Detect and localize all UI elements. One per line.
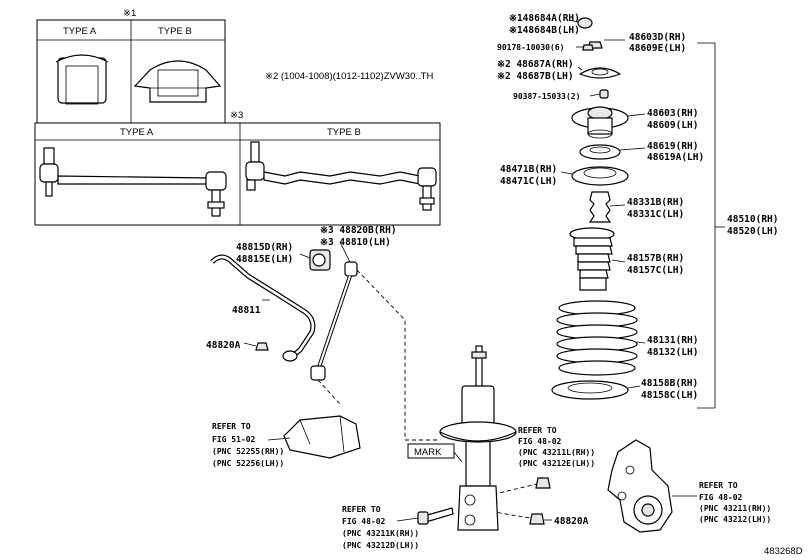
label-48157b: 48157B(RH) bbox=[627, 253, 684, 264]
label-48609: 48609(LH) bbox=[647, 120, 698, 131]
label-48131: 48131(RH) bbox=[647, 335, 698, 346]
lower-arm-bracket bbox=[283, 415, 361, 459]
note1-box: ※1 TYPE A TYPE B bbox=[36, 8, 226, 124]
plate-48687 bbox=[578, 67, 622, 79]
label-48520: 48520(LH) bbox=[727, 226, 778, 237]
label-48331c: 48331C(LH) bbox=[627, 209, 684, 220]
refer-block-3: REFER TO FIG 48-02 (PNC 43211K(RH)) (PNC… bbox=[342, 505, 419, 550]
mark-label: MARK bbox=[414, 447, 442, 458]
strut-mount-parts bbox=[551, 17, 638, 400]
label-48815e: 48815E(LH) bbox=[236, 254, 293, 265]
stabilizer-assembly bbox=[210, 249, 361, 459]
refer1-line2: FIG 51-02 bbox=[212, 435, 256, 444]
label-48158b: 48158B(RH) bbox=[641, 378, 698, 389]
label-48684b: ※148684B(LH) bbox=[509, 25, 580, 36]
note3-type-a: TYPE A bbox=[120, 127, 154, 138]
label-48820a-bottom: 48820A bbox=[554, 516, 589, 527]
refer3-line4: (PNC 43212D(LH)) bbox=[342, 541, 419, 550]
refer1-line3: (PNC 52255(RH)) bbox=[212, 447, 284, 456]
refer1-line1: REFER TO bbox=[212, 422, 251, 431]
note1-type-b: TYPE B bbox=[158, 26, 192, 37]
bump-stopper-48331 bbox=[588, 191, 612, 223]
refer2-line3: (PNC 43211L(RH)) bbox=[518, 448, 595, 457]
shock-absorber bbox=[439, 345, 517, 531]
label-48157c: 48157C(LH) bbox=[627, 265, 684, 276]
refer2-line1: REFER TO bbox=[518, 426, 557, 435]
guide-lines bbox=[317, 269, 546, 519]
label-48687a: ※2 48687A(RH) bbox=[497, 59, 574, 70]
steering-knuckle bbox=[607, 439, 673, 533]
label-48820b: ※3 48820B(RH) bbox=[320, 225, 397, 236]
figure-id: 483268D bbox=[764, 546, 803, 557]
nut-90178 bbox=[582, 44, 594, 51]
label-48132: 48132(LH) bbox=[647, 347, 698, 358]
label-48603: 48603(RH) bbox=[647, 108, 698, 119]
seat-48471 bbox=[571, 166, 629, 186]
refer1-line4: (PNC 52256(LH)) bbox=[212, 459, 284, 468]
note1-type-a: TYPE A bbox=[63, 26, 97, 37]
label-48687b: ※2 48687B(LH) bbox=[497, 71, 574, 82]
refer4-line3: (PNC 43211(RH)) bbox=[699, 504, 771, 513]
label-48811: 48811 bbox=[232, 305, 261, 316]
refer3-line1: REFER TO bbox=[342, 505, 381, 514]
type-b-link-drawing bbox=[245, 141, 437, 211]
label-90387: 90387-15033(2) bbox=[513, 92, 580, 101]
type-b-cap-drawing bbox=[133, 60, 222, 103]
support-48603 bbox=[571, 106, 629, 139]
label-48331b: 48331B(RH) bbox=[627, 197, 684, 208]
label-48471b: 48471B(RH) bbox=[500, 164, 557, 175]
label-48684a: ※148684A(RH) bbox=[509, 13, 580, 24]
type-a-cap-drawing bbox=[55, 54, 109, 105]
label-48619: 48619(RH) bbox=[647, 141, 698, 152]
stabilizer-leader-lines bbox=[243, 241, 351, 347]
bushing-48815 bbox=[309, 249, 331, 271]
nut-48820a-left bbox=[255, 342, 269, 351]
stabilizer-link-48820b bbox=[310, 261, 358, 381]
cap-48684 bbox=[577, 17, 593, 29]
bearing-48619 bbox=[579, 144, 621, 160]
refer4-line2: FIG 48-02 bbox=[699, 493, 743, 502]
assembly-bracket bbox=[697, 42, 725, 409]
bellows-48157 bbox=[569, 227, 615, 291]
refer3-line3: (PNC 43211K(RH)) bbox=[342, 529, 419, 538]
type-a-link-drawing bbox=[39, 147, 227, 217]
mark-callout: MARK bbox=[407, 443, 463, 463]
insulator-48158 bbox=[551, 380, 629, 400]
refer2-line2: FIG 48-02 bbox=[518, 437, 562, 446]
label-48810: ※3 48810(LH) bbox=[320, 237, 391, 248]
note3-mark: ※3 bbox=[230, 110, 243, 121]
label-48609e: 48609E(LH) bbox=[629, 43, 686, 54]
note2-text: ※2 (1004-1008)(1012-1102)ZVW30..TH bbox=[265, 71, 433, 82]
nut-right-upper bbox=[535, 477, 551, 489]
bolt bbox=[417, 507, 454, 525]
label-48510: 48510(RH) bbox=[727, 214, 778, 225]
refer4-line1: REFER TO bbox=[699, 481, 738, 490]
refer-block-2: REFER TO FIG 48-02 (PNC 43211L(RH)) (PNC… bbox=[518, 426, 595, 468]
note3-box: ※3 TYPE A TYPE B bbox=[34, 110, 441, 226]
refer3-line2: FIG 48-02 bbox=[342, 517, 386, 526]
nut-48820a-bottom bbox=[529, 513, 545, 525]
refer2-line4: (PNC 43212E(LH)) bbox=[518, 459, 595, 468]
label-48820a-left: 48820A bbox=[206, 340, 241, 351]
label-48603d: 48603D(RH) bbox=[629, 32, 686, 43]
coil-spring-48131 bbox=[556, 300, 638, 376]
refer4-line4: (PNC 43212(LH)) bbox=[699, 515, 771, 524]
note3-type-b: TYPE B bbox=[327, 127, 361, 138]
refer-block-1: REFER TO FIG 51-02 (PNC 52255(RH)) (PNC … bbox=[212, 422, 291, 468]
note1-mark: ※1 bbox=[123, 8, 136, 19]
leader-lines bbox=[560, 19, 646, 389]
bushing-90387 bbox=[599, 89, 609, 99]
label-90178: 90178-10030(6) bbox=[497, 43, 564, 52]
label-48158c: 48158C(LH) bbox=[641, 390, 698, 401]
refer-block-4: REFER TO FIG 48-02 (PNC 43211(RH)) (PNC … bbox=[672, 481, 771, 524]
label-48619a: 48619A(LH) bbox=[647, 152, 704, 163]
label-48471c: 48471C(LH) bbox=[500, 176, 557, 187]
label-48815d: 48815D(RH) bbox=[236, 242, 293, 253]
strut-bracket bbox=[457, 485, 499, 531]
